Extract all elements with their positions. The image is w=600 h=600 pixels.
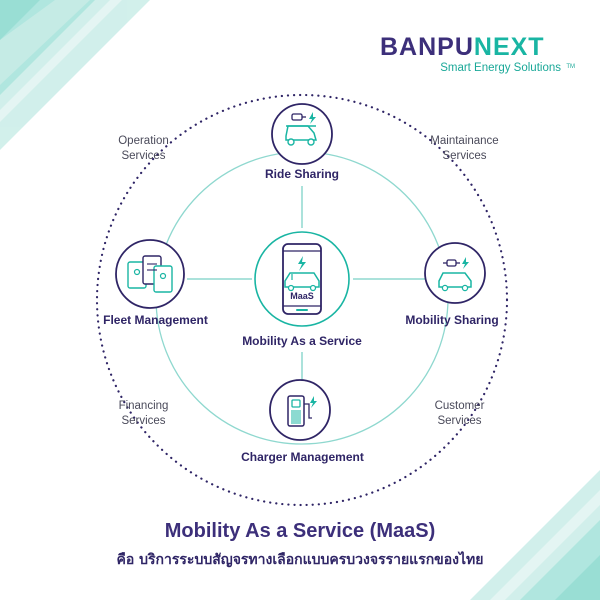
customer-services-label: Customer Services: [412, 399, 507, 429]
decor-stripes-bottom-right: [470, 470, 600, 600]
tuktuk-icon: [285, 112, 317, 146]
financing-services-line1: Financing: [118, 400, 169, 412]
center-hub: [254, 231, 350, 327]
outer-dotted-ring: [95, 93, 509, 507]
brand-tagline: Smart Energy Solutions: [440, 62, 561, 74]
fleet-management-node: [115, 239, 185, 309]
brand-name-part1: BANPU: [380, 33, 474, 61]
maintainance-services-line2: Services: [442, 150, 487, 162]
trademark-mark: TM: [566, 64, 575, 70]
fleet-management-label: Fleet Management: [103, 313, 208, 327]
maas-phone-icon: [282, 243, 322, 315]
brand-name: BANPUNEXT: [380, 34, 575, 60]
brand-logo: BANPUNEXT Smart Energy Solutions TM: [380, 34, 575, 74]
operation-services-line2: Services: [121, 150, 166, 162]
charger-management-node: [269, 379, 331, 441]
financing-services-line2: Services: [121, 415, 166, 427]
operation-services-label: Operation Services: [96, 134, 191, 164]
operation-services-line1: Operation: [118, 135, 169, 147]
customer-services-line2: Services: [437, 415, 482, 427]
center-label: Mobility As a Service: [242, 334, 362, 348]
decor-stripes-top-left: [0, 0, 150, 150]
ride-sharing-label: Ride Sharing: [264, 167, 339, 181]
mobility-sharing-label: Mobility Sharing: [405, 313, 499, 327]
ride-sharing-node: [271, 103, 333, 165]
charging-station-icon: [287, 395, 317, 427]
fleet-phones-icon: [127, 255, 173, 293]
mobility-sharing-node: [424, 242, 486, 304]
maintainance-services-line1: Maintainance: [430, 135, 499, 147]
charger-management-label: Charger Management: [241, 450, 364, 464]
ev-car-plug-icon: [438, 257, 472, 292]
brand-name-part2: NEXT: [473, 33, 545, 61]
maintainance-services-label: Maintainance Services: [412, 134, 517, 164]
footer-title: Mobility As a Service (MaaS): [164, 520, 436, 542]
footer-subtitle: คือ บริการระบบสัญจรทางเลือกแบบครบวงจรราย…: [116, 552, 484, 568]
financing-services-label: Financing Services: [96, 399, 191, 429]
customer-services-line1: Customer: [434, 400, 485, 412]
maas-badge: MaaS: [290, 291, 314, 301]
